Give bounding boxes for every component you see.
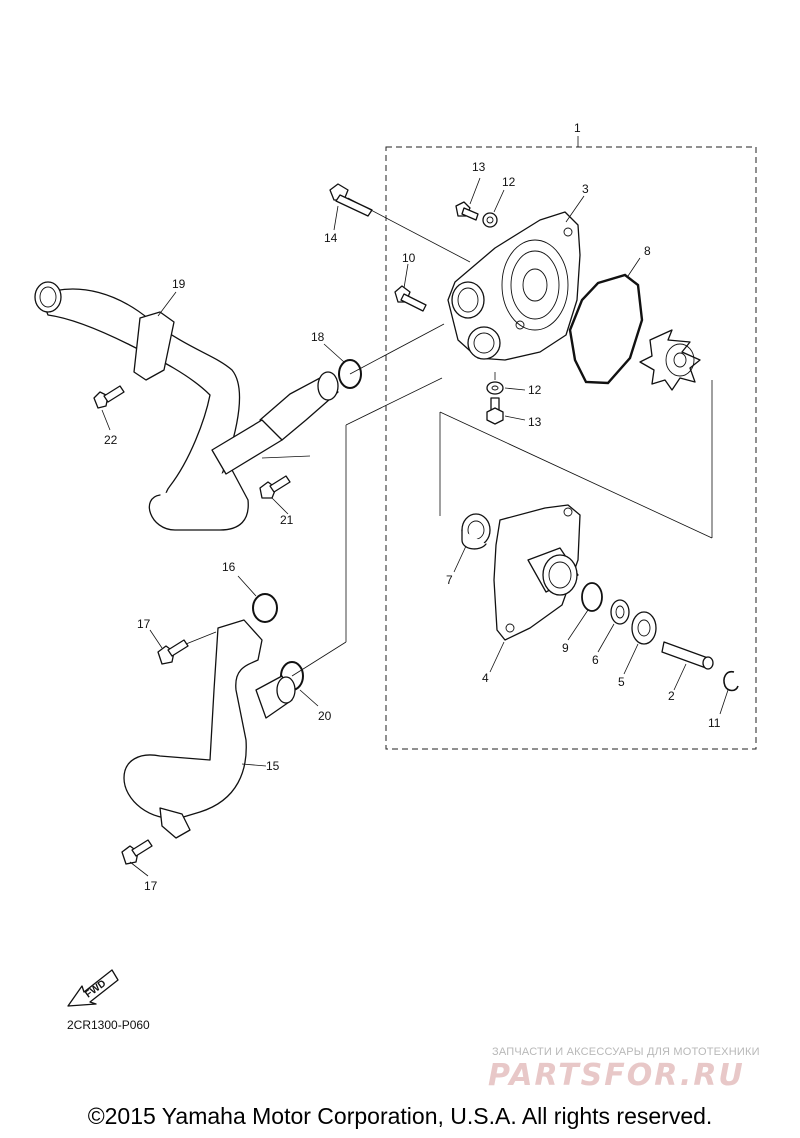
washer-12-bottom — [486, 381, 504, 395]
callout-9: 9 — [562, 641, 569, 655]
callout-5: 5 — [618, 675, 625, 689]
o-ring-16 — [252, 593, 278, 623]
shaft-2 — [661, 641, 714, 670]
callout-1: 1 — [574, 121, 581, 135]
o-ring-9 — [581, 582, 603, 612]
callout-15: 15 — [266, 759, 280, 773]
bearing-6 — [610, 599, 630, 625]
water-pump-cover — [447, 211, 581, 361]
assembly-box — [385, 146, 757, 750]
washer-12-top — [482, 212, 498, 228]
callout-11: 11 — [708, 716, 721, 730]
impeller — [639, 329, 701, 391]
watermark-tagline: ЗАПЧАСТИ И АКСЕССУАРЫ ДЛЯ МОТОТЕХНИКИ — [492, 1046, 760, 1058]
callout-10: 10 — [402, 251, 416, 265]
callout-18: 18 — [311, 330, 325, 344]
bolt-22 — [93, 385, 125, 409]
copyright-notice: ©2015 Yamaha Motor Corporation, U.S.A. A… — [87, 1103, 713, 1129]
callout-22: 22 — [104, 433, 118, 447]
bolt-10 — [394, 285, 427, 312]
callout-13-bottom: 13 — [528, 415, 542, 429]
callout-17-lower: 17 — [144, 879, 158, 893]
oil-seal — [461, 513, 491, 550]
bearing-5 — [631, 611, 657, 645]
bolt-13-bottom — [486, 397, 504, 425]
callout-4: 4 — [482, 671, 489, 685]
pipe-joint — [211, 323, 445, 475]
bolt-17-upper — [157, 639, 189, 665]
callout-16: 16 — [222, 560, 236, 574]
gasket — [568, 273, 644, 385]
pipe-19 — [34, 281, 249, 531]
callout-6: 6 — [592, 653, 599, 667]
diagram-code: 2CR1300-P060 — [67, 1018, 150, 1032]
fwd-arrow-icon: FWD — [67, 969, 119, 1007]
callout-12-bottom: 12 — [528, 383, 542, 397]
callout-17-upper: 17 — [137, 617, 151, 631]
bolt-17-lower — [121, 839, 153, 865]
callout-2: 2 — [668, 689, 675, 703]
pump-housing — [493, 504, 581, 641]
callout-21: 21 — [280, 513, 294, 527]
bolt-21 — [259, 475, 291, 499]
bolt-14 — [329, 183, 471, 263]
callout-20: 20 — [318, 709, 332, 723]
callout-19: 19 — [172, 277, 186, 291]
callout-7: 7 — [446, 573, 453, 587]
bolt-13-top — [455, 201, 479, 221]
pipe-15 — [123, 377, 443, 839]
watermark-logo: PARTSFOR.RU — [488, 1058, 745, 1093]
callout-3: 3 — [582, 182, 589, 196]
callout-12-top: 12 — [502, 175, 516, 189]
callout-14: 14 — [324, 231, 338, 245]
circlip-11 — [723, 670, 739, 692]
callout-13-top: 13 — [472, 160, 486, 174]
callout-8: 8 — [644, 244, 651, 258]
